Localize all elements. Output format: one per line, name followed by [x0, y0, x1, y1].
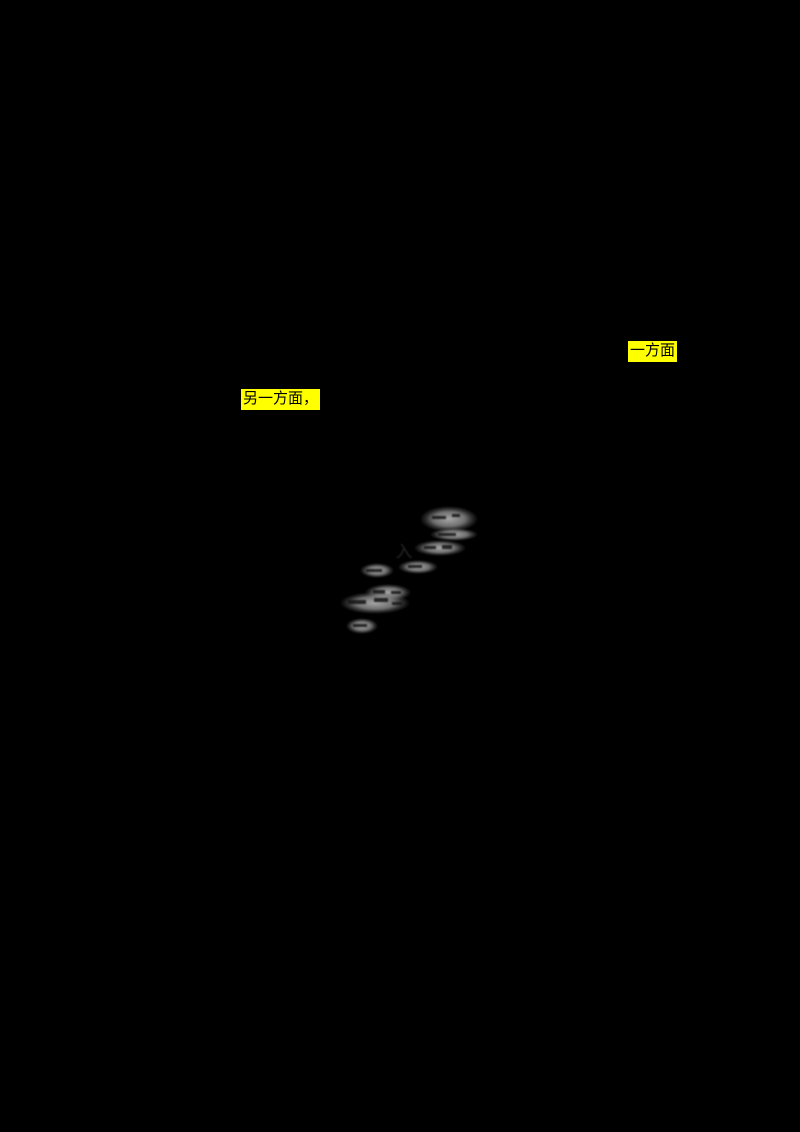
ink-smudge	[398, 560, 438, 574]
ink-smudge	[414, 540, 466, 556]
ink-smudge	[346, 618, 378, 634]
highlighted-text-one-aspect: 一方面	[628, 341, 678, 362]
ink-smudge	[340, 592, 410, 614]
ink-smudge	[430, 528, 478, 541]
ink-smudge	[420, 506, 478, 532]
ink-smudge	[360, 563, 394, 578]
faint-character: 入	[396, 544, 413, 561]
highlighted-text-other-aspect: 另一方面，	[241, 389, 321, 410]
